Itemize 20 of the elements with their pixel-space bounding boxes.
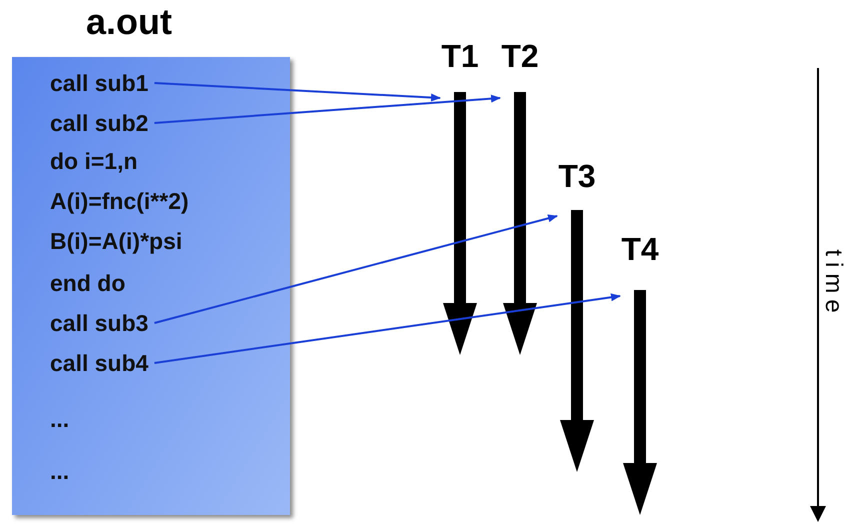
code-line: ... [50,457,70,485]
code-line: do i=1,n [50,147,138,175]
code-line: ... [50,405,70,433]
code-line: call sub1 [50,69,148,97]
arrow [154,94,501,124]
time-label: time [821,248,845,321]
thread-label: T1 [440,40,480,72]
code-line: A(i)=fnc(i**2) [50,187,189,215]
thread-label: T3 [557,160,597,192]
code-line: call sub3 [50,309,148,337]
code-line: end do [50,269,126,297]
arrow [154,293,621,364]
thread-label: T4 [620,233,660,265]
thread-label: T2 [500,40,540,72]
code-line: call sub4 [50,349,148,377]
arrow [154,82,441,102]
arrow [154,214,558,324]
code-line: B(i)=A(i)*psi [50,227,182,255]
program-title: a.out [86,4,172,40]
code-line: call sub2 [50,109,148,137]
